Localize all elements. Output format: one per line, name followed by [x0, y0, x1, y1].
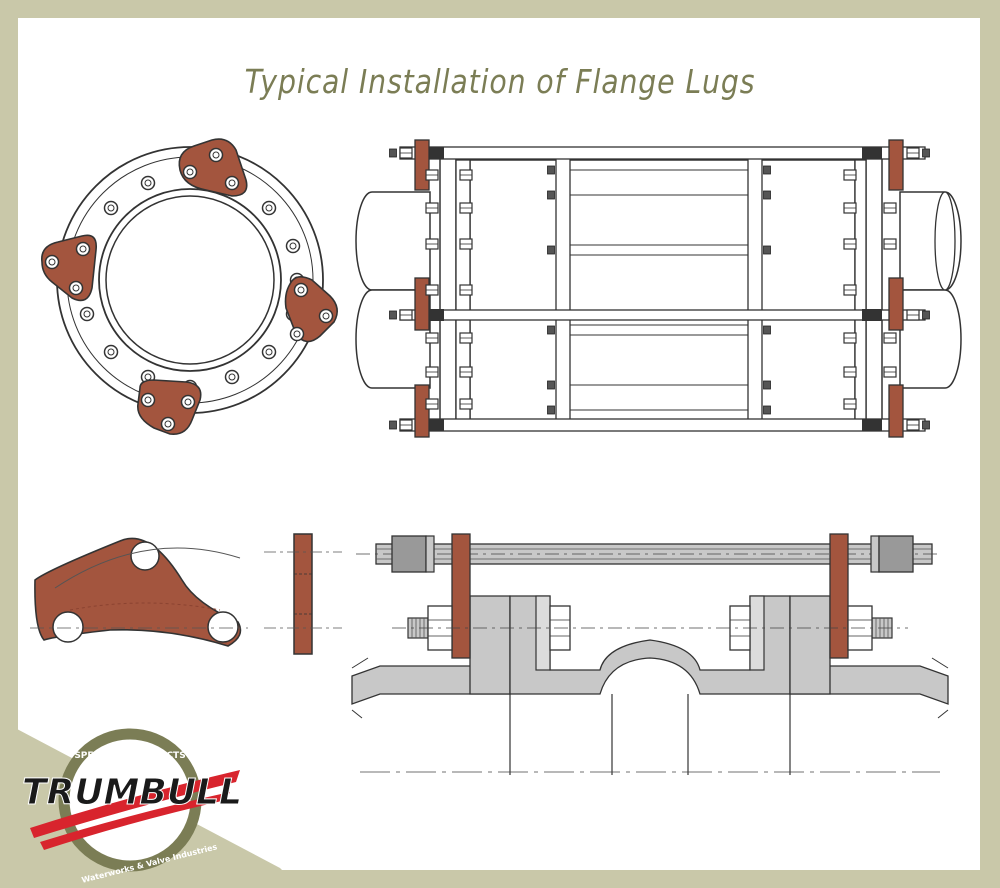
lug-right	[284, 276, 338, 343]
logo-top-text: SPECIALTY PRODUCTS	[74, 751, 185, 761]
cross-section-view	[351, 533, 949, 775]
logo-swoosh-icon	[30, 770, 240, 838]
flange-front-view	[41, 138, 338, 436]
lug-top	[178, 138, 248, 197]
page-title: Typical Installation of Flange Lugs	[244, 62, 756, 101]
lug-left	[41, 234, 98, 302]
logo-brand-text: TRUMBULL	[22, 772, 242, 813]
lug-bottom	[137, 379, 202, 436]
assembly-side-view	[355, 139, 962, 438]
lug-detail-view	[30, 533, 342, 655]
trumbull-logo: SPECIALTY PRODUCTS TRUMBULL Waterworks &…	[0, 720, 300, 888]
